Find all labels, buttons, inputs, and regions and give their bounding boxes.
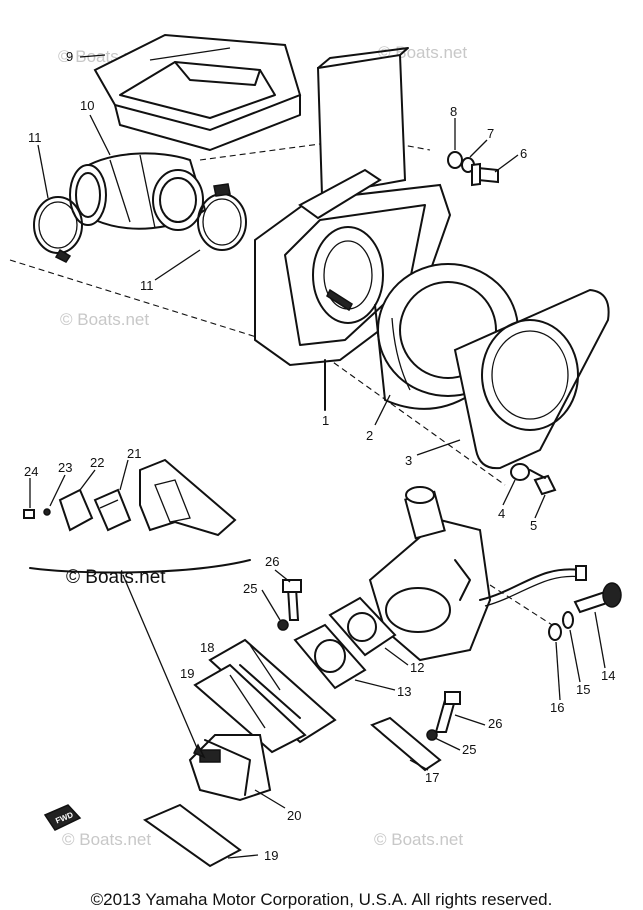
part-number-labels: 9 10 11 11 8 7 6 1 2 3 4 5 12 13 14 15 1… (24, 49, 615, 863)
part-17-spacer (370, 716, 442, 772)
part-22-reed-petal (58, 488, 94, 532)
label-8: 8 (450, 104, 457, 119)
part-23-washer (43, 508, 51, 516)
label-23: 23 (58, 460, 72, 475)
label-5: 5 (530, 518, 537, 533)
leader-lines (29, 54, 606, 859)
group-bracket (29, 559, 251, 574)
label-4: 4 (498, 506, 505, 521)
label-14: 14 (601, 668, 615, 683)
part-11-hose-clamp (197, 183, 247, 251)
label-10: 10 (80, 98, 94, 113)
label-2: 2 (366, 428, 373, 443)
carburetor (368, 486, 587, 662)
label-13: 13 (397, 684, 411, 699)
arrow-icon (192, 743, 206, 759)
label-22: 22 (90, 455, 104, 470)
part-21-reed-housing (139, 458, 237, 537)
label-25: 25 (243, 581, 257, 596)
part-22-reed-stopper (93, 488, 132, 532)
assembly-line (489, 584, 561, 631)
part-20-reed-valve (188, 734, 272, 802)
leader-line (122, 574, 201, 756)
assembly-line (199, 137, 431, 161)
part-15-spring (562, 611, 574, 629)
label-26: 26 (488, 716, 502, 731)
label-6: 6 (520, 146, 527, 161)
part-16-washer (548, 623, 562, 641)
part-11-hose-clamp (33, 196, 83, 263)
label-11: 11 (28, 130, 42, 145)
label-15: 15 (576, 682, 590, 697)
label-25: 25 (462, 742, 476, 757)
label-11: 11 (140, 278, 154, 293)
part-26-bolt (282, 579, 302, 621)
label-1: 1 (322, 413, 329, 428)
part-26-bolt (434, 691, 461, 733)
part-14-adjust-screw (573, 582, 622, 614)
part-12-gasket (328, 596, 397, 657)
watermark: © Boats.net (60, 310, 149, 329)
part-4-washer (510, 463, 530, 481)
part-25-washer (426, 729, 438, 741)
label-16: 16 (550, 700, 564, 715)
part-25-washer (277, 619, 289, 631)
label-24: 24 (24, 464, 38, 479)
part-8-washer (447, 151, 463, 169)
part-9-intake-cover (93, 33, 302, 151)
label-12: 12 (410, 660, 424, 675)
label-26: 26 (265, 554, 279, 569)
label-21: 21 (127, 446, 141, 461)
label-7: 7 (487, 126, 494, 141)
label-20: 20 (287, 808, 301, 823)
copyright-notice: ©2013 Yamaha Motor Corporation, U.S.A. A… (90, 890, 553, 909)
fwd-mark: FWD (43, 804, 82, 831)
watermark: © Boats.net (62, 830, 151, 849)
label-19: 19 (180, 666, 194, 681)
group-label: © Boats.net (66, 567, 166, 588)
part-10-intake-elbow (69, 152, 207, 231)
part-19-gasket-lower (142, 803, 242, 868)
part-19-gasket (193, 663, 307, 754)
label-3: 3 (405, 453, 412, 468)
part-6-bolt (471, 162, 499, 187)
label-18: 18 (200, 640, 214, 655)
watermark: © Boats.net (374, 830, 463, 849)
part-1-air-box (254, 47, 452, 411)
label-19: 19 (264, 848, 278, 863)
part-24-screw (23, 509, 35, 519)
label-9: 9 (66, 49, 73, 64)
part-3-gasket-plate (453, 288, 610, 470)
part-5-bolt (529, 469, 557, 496)
part-13-insulator (293, 623, 367, 690)
label-17: 17 (425, 770, 439, 785)
